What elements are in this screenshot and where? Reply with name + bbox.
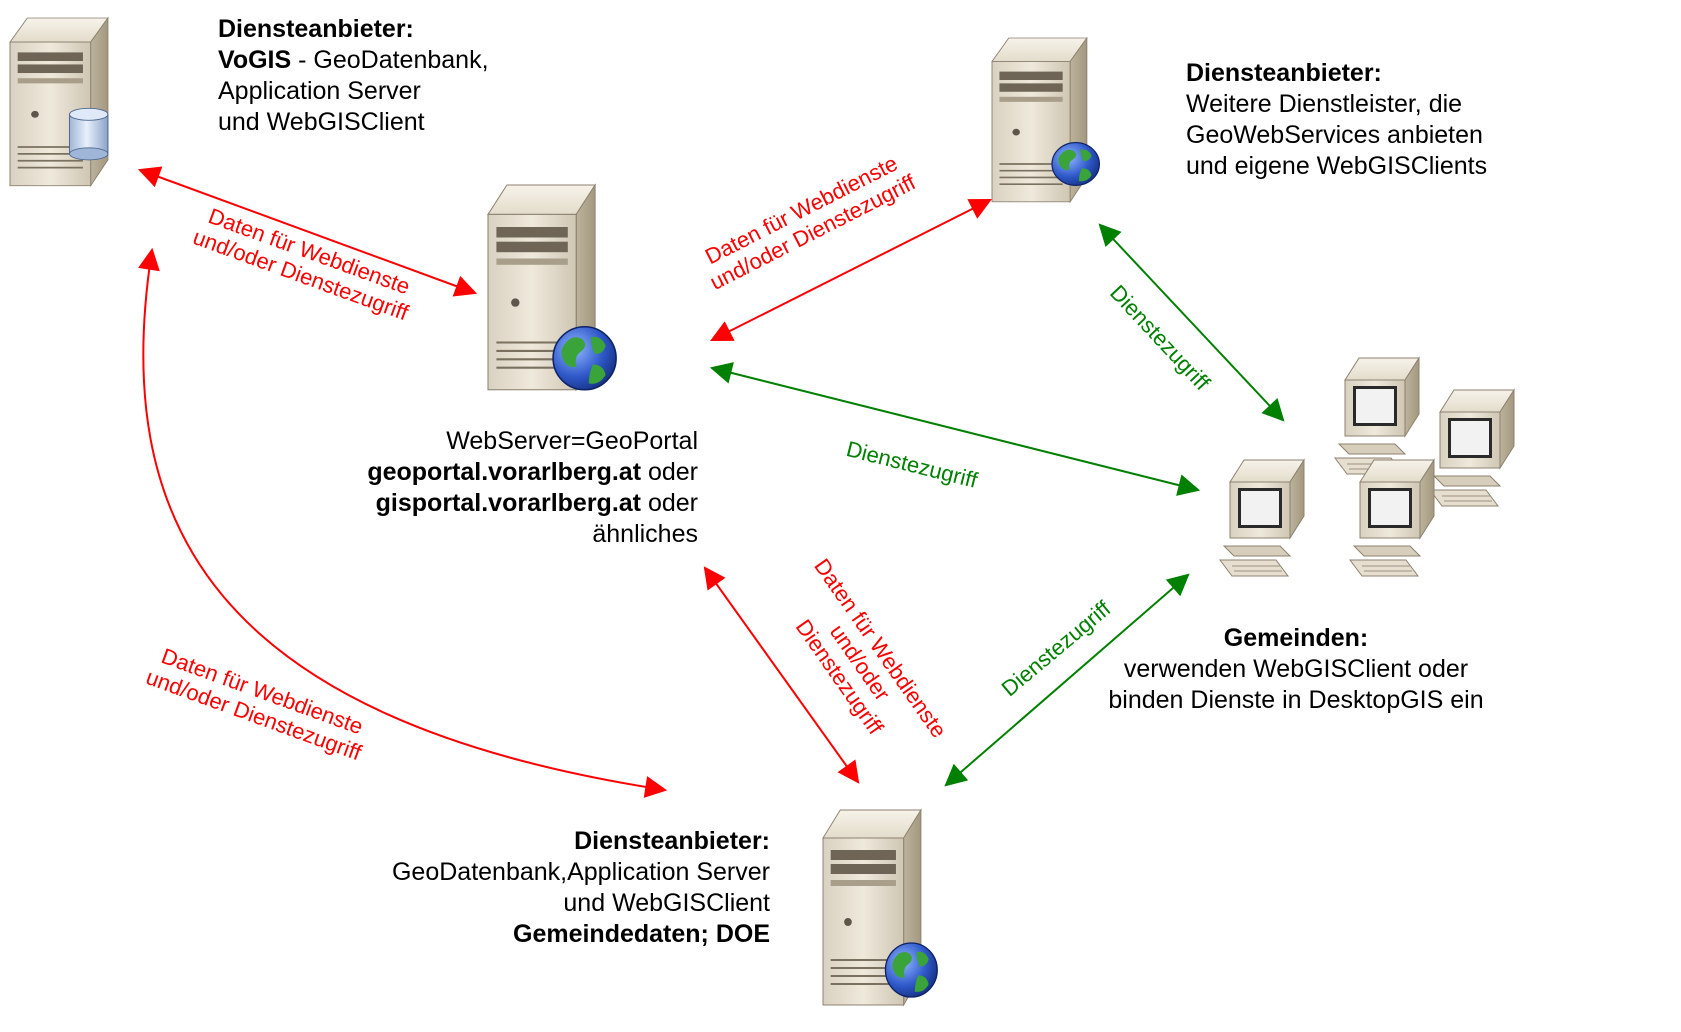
community-provider-web-server-icon <box>822 809 938 1006</box>
community-provider-line1: GeoDatenbank,Application Server <box>391 858 770 886</box>
communities-line1: verwenden WebGISClient oder <box>1123 655 1469 683</box>
communities-line2: binden Dienste in DesktopGIS ein <box>1108 686 1484 714</box>
vogis-database-server-icon <box>9 17 109 187</box>
communities-workstations-icon <box>1219 357 1515 577</box>
edge-providers-communities <box>1098 223 1285 422</box>
globe-icon <box>1051 141 1101 187</box>
vogis-desc: - GeoDatenbank, <box>291 46 489 74</box>
oder-text: oder <box>641 458 698 486</box>
vogis-line3: und WebGISClient <box>218 108 425 136</box>
geoportal-label: WebServer=GeoPortal geoportal.vorarlberg… <box>318 426 698 550</box>
community-provider-line3: Gemeindedaten; DOE <box>513 920 770 948</box>
vogis-line2: Application Server <box>218 77 421 105</box>
geoportal-web-server-icon <box>486 183 617 391</box>
communities-label: Gemeinden: verwenden WebGISClient oder b… <box>1096 623 1496 716</box>
provider-heading: Diensteanbieter: <box>218 15 414 43</box>
providers-line3: und eigene WebGISClients <box>1186 152 1488 180</box>
edge-portal-providers <box>710 199 992 341</box>
provider-heading: Diensteanbieter: <box>1186 59 1382 87</box>
edge-portal-communities <box>709 362 1201 496</box>
globe-icon <box>884 942 938 998</box>
geoportal-domain: geoportal.vorarlberg.at <box>367 458 642 486</box>
vogis-provider-label: Diensteanbieter: VoGIS - GeoDatenbank, A… <box>218 14 489 138</box>
other-providers-web-server-icon <box>991 37 1101 203</box>
geoportal-line1: WebServer=GeoPortal <box>446 427 698 455</box>
globe-icon <box>552 325 617 391</box>
edge-vogis-community-provider <box>138 247 668 798</box>
edge-communities-community-provider <box>944 573 1190 787</box>
other-providers-label: Diensteanbieter: Weitere Dienstleister, … <box>1186 58 1487 182</box>
gisportal-domain: gisportal.vorarlberg.at <box>375 489 642 517</box>
providers-line1: Weitere Dienstleister, die <box>1186 90 1463 118</box>
vogis-name: VoGIS <box>218 46 292 74</box>
community-provider-label: Diensteanbieter: GeoDatenbank,Applicatio… <box>290 826 770 950</box>
connectors <box>137 166 1285 798</box>
providers-line2: GeoWebServices anbieten <box>1186 121 1483 149</box>
community-provider-line2: und WebGISClient <box>563 889 770 917</box>
oder-text: oder <box>641 489 698 517</box>
edge-portal-community-provider <box>703 566 860 784</box>
provider-heading: Diensteanbieter: <box>574 827 770 855</box>
communities-heading: Gemeinden: <box>1223 624 1369 652</box>
geoportal-line4: ähnliches <box>592 520 698 548</box>
database-icon <box>69 107 109 161</box>
